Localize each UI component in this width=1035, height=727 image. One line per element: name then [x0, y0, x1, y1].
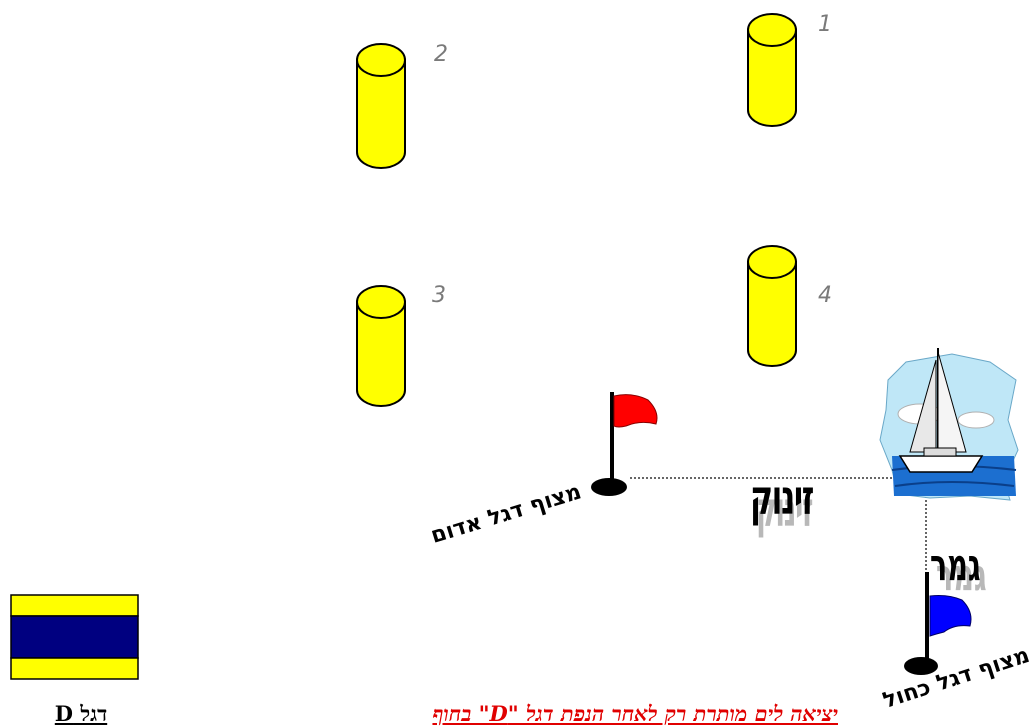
finish-label: גמר [930, 540, 981, 591]
finish-label-shadow: גמר [936, 550, 987, 601]
buoy-3 [356, 285, 406, 407]
sailboat-icon [879, 348, 1019, 501]
start-label-shadow: זינוק [756, 482, 813, 538]
blue-flag-marker [904, 572, 972, 675]
buoy-2-number: 2 [434, 42, 448, 67]
flag-d-caption: דגל D [54, 701, 108, 726]
start-label: זינוק [750, 470, 814, 526]
buoy-1-number: 1 [818, 12, 832, 37]
flag-d-icon [10, 594, 139, 680]
buoy-1 [747, 13, 797, 127]
red-flag-marker [591, 392, 658, 496]
start-label-group: זינוק זינוק [750, 470, 860, 550]
buoy-2 [356, 43, 406, 169]
buoy-3-number: 3 [432, 283, 446, 308]
buoy-4-number: 4 [818, 283, 832, 308]
departure-note: יציאה לים מותרת רק לאחר הנפת דגל "D" בחו… [432, 701, 838, 726]
finish-label-group: גמר גמר [930, 540, 1030, 610]
buoy-4 [747, 245, 797, 367]
